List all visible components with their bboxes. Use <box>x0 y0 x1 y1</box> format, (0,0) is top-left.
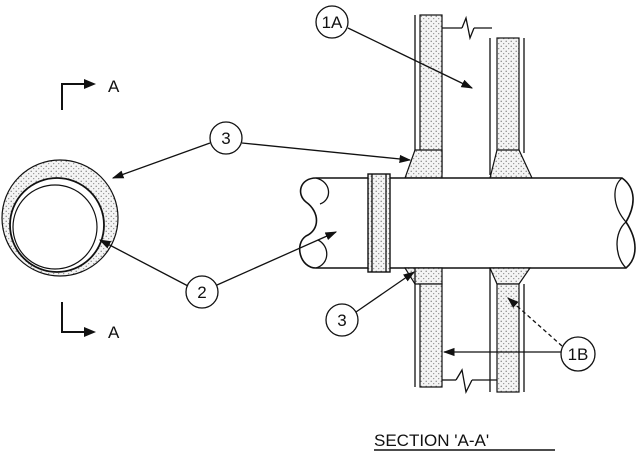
callout-3-bottom: 3 <box>325 271 415 337</box>
break-symbol-top <box>461 15 475 41</box>
section-title: SECTION 'A-A' <box>374 431 555 451</box>
pipe-body <box>298 173 636 273</box>
section-cut-label-bottom: A <box>108 323 120 342</box>
svg-text:3: 3 <box>337 311 346 330</box>
section-cut-marker-bottom: A <box>61 302 120 342</box>
section-title-text: SECTION 'A-A' <box>374 431 489 450</box>
section-cut-label-top: A <box>108 77 120 96</box>
svg-text:1A: 1A <box>322 13 343 32</box>
callout-3-top: 3 <box>111 121 412 179</box>
pipe-inner-wall <box>12 184 98 270</box>
sealant-fillet-bottom <box>403 267 532 285</box>
break-symbol-bottom <box>455 368 473 395</box>
svg-text:2: 2 <box>197 283 206 302</box>
sealant-fillet-top <box>404 149 533 179</box>
wall-lower <box>414 268 525 395</box>
svg-text:3: 3 <box>221 129 230 148</box>
callout-2: 2 <box>98 231 338 309</box>
pipe-cross-section <box>1 159 119 277</box>
callout-1a: 1A <box>315 5 474 89</box>
coupling-band <box>367 173 391 273</box>
wall-upper <box>414 14 525 175</box>
svg-text:1B: 1B <box>568 345 589 364</box>
callout-1b: 1B <box>442 297 596 372</box>
section-cut-marker-top: A <box>61 77 120 110</box>
